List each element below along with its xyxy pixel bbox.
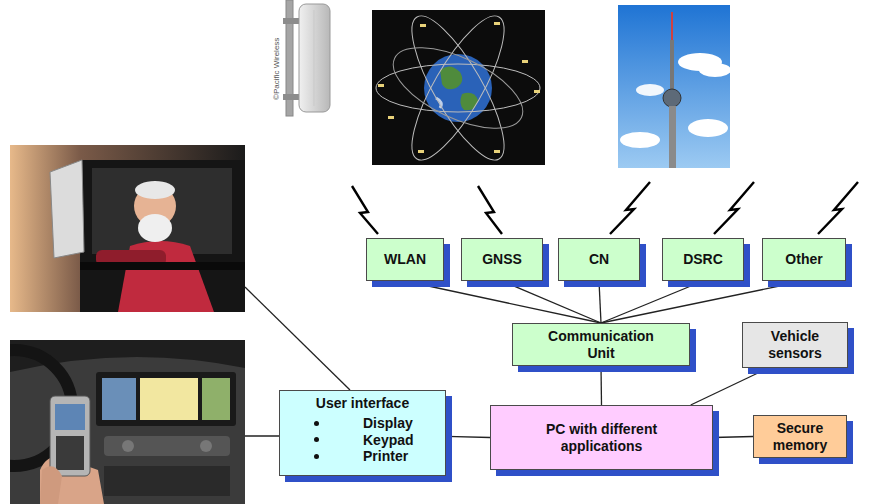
box-heading: User interface [316, 395, 409, 412]
leader-line [245, 435, 279, 436]
dash-controls [104, 436, 230, 456]
satellite [388, 116, 394, 119]
list-item-text: Printer [363, 448, 408, 465]
cloud [688, 119, 728, 137]
knob [200, 440, 212, 452]
node-label: DSRC [683, 251, 723, 268]
gnss-picture [372, 10, 545, 165]
truck-door [80, 160, 245, 312]
beard [138, 214, 172, 242]
door-edge [80, 262, 245, 270]
orbit [382, 31, 534, 145]
antenna-seam [314, 10, 315, 106]
orbit [396, 10, 520, 165]
process-box: GNSS [461, 238, 543, 281]
node-label: Secure memory [764, 420, 836, 454]
knob [122, 440, 134, 452]
phone-screen [55, 404, 85, 430]
tower-picture [618, 5, 731, 168]
node-label: PC with different applications [536, 421, 668, 455]
phone-keypad [56, 436, 84, 470]
screen-panel [202, 378, 230, 420]
node-label: Other [785, 251, 822, 268]
photo-background [10, 145, 245, 312]
vent-window [50, 160, 84, 258]
connector-line [691, 368, 769, 405]
cloud [636, 84, 664, 96]
air-vent [104, 466, 230, 496]
node-label: CN [589, 251, 609, 268]
radio-bolt [478, 186, 502, 234]
node-label: WLAN [384, 251, 426, 268]
connector-line [601, 281, 703, 323]
hair [135, 181, 175, 199]
leader-line [245, 287, 350, 390]
screen-panel [102, 378, 136, 420]
space-background [372, 10, 545, 165]
process-box: WLAN [366, 238, 444, 281]
node-label: GNSS [482, 251, 522, 268]
satellite [522, 60, 528, 63]
radio-bolt [610, 182, 650, 234]
bullet-dot [314, 437, 319, 442]
antenna-picture [283, 0, 330, 116]
process-box: Communication Unit [512, 323, 690, 366]
satellite [378, 84, 384, 87]
screen-panel [140, 378, 198, 420]
satellite [418, 150, 424, 153]
satellite [494, 150, 500, 153]
connector-line [601, 281, 804, 323]
antenna-panel [299, 4, 330, 112]
connector-line [599, 281, 601, 323]
list-item: Keypad [284, 432, 441, 449]
radio-bolt [352, 186, 378, 234]
list-item: Printer [284, 448, 441, 465]
earth-land [440, 66, 462, 89]
satellite [420, 24, 426, 27]
orbit [396, 10, 520, 165]
orbit [376, 64, 540, 112]
mobile-phone [50, 396, 90, 476]
tower-sphere [663, 89, 681, 107]
sky-background [618, 5, 730, 168]
tower-shaft [669, 106, 676, 168]
node-label: Vehicle sensors [759, 328, 831, 362]
satellite [494, 22, 500, 25]
connector-line [713, 437, 753, 438]
process-box: PC with different applications [490, 405, 713, 470]
list-item: Display [284, 415, 441, 432]
process-box: DSRC [662, 238, 744, 281]
satellite [534, 90, 540, 93]
driver-photo [10, 145, 245, 312]
radio-bolt [714, 182, 754, 234]
list-item-text: Keypad [363, 432, 414, 449]
watermark-text: ©Pacific Wireless [272, 38, 281, 100]
tower-antenna [670, 40, 674, 90]
connector-line [502, 281, 601, 323]
process-box: Secure memory [753, 415, 847, 458]
thumb [40, 466, 62, 504]
node-label: Communication Unit [541, 328, 661, 362]
bullet-dot [314, 454, 319, 459]
radio-bolts [352, 182, 858, 234]
connector-line [405, 281, 601, 323]
process-box: Other [762, 238, 846, 281]
antenna-clamp [283, 94, 300, 100]
connector-line [446, 436, 490, 437]
bullet-dot [314, 421, 319, 426]
cloud [620, 132, 660, 148]
antenna-clamp [283, 18, 300, 24]
process-box: Vehicle sensors [742, 322, 848, 368]
interface-box: User interfaceDisplayKeypadPrinter [279, 390, 446, 476]
earth-land [460, 93, 478, 110]
radio-bolt [818, 182, 858, 234]
list-item-text: Display [363, 415, 413, 432]
nav-screen [96, 372, 236, 426]
connector-line [600, 366, 602, 405]
process-box: CN [558, 238, 640, 281]
dashboard-photo [10, 340, 245, 504]
cloud [699, 63, 731, 77]
